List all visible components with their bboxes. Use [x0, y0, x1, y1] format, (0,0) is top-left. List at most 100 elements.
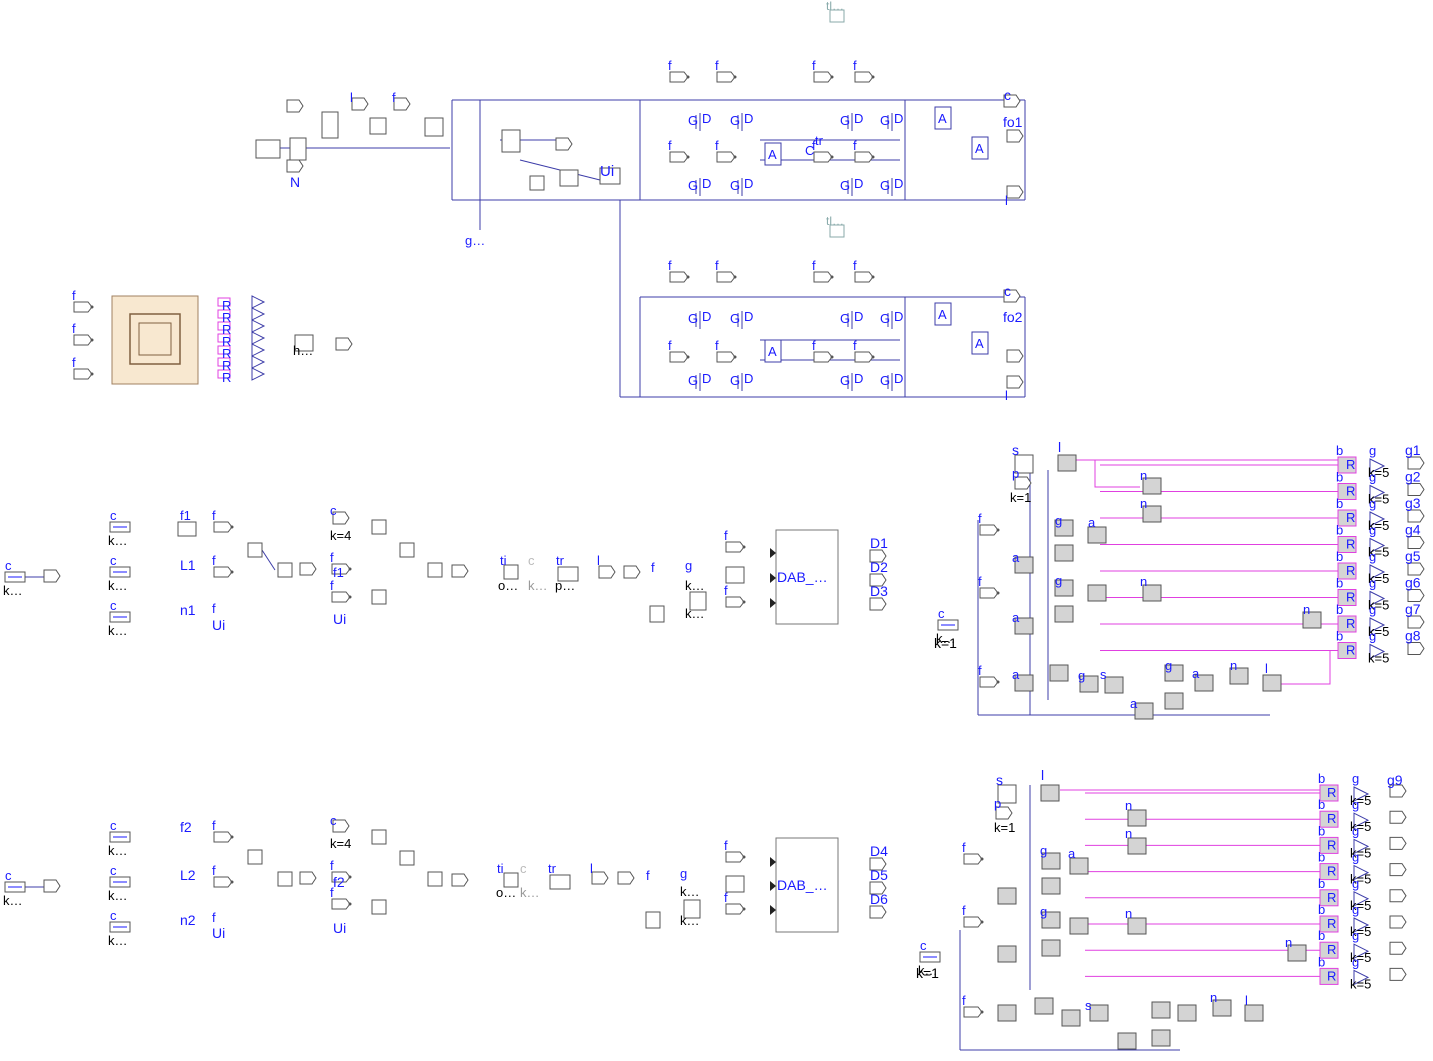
source-block[interactable]: [964, 1007, 982, 1017]
output-connector[interactable]: [1007, 130, 1023, 142]
relational-block[interactable]: [1058, 455, 1076, 471]
gain-triangle[interactable]: [252, 332, 264, 344]
output-connector[interactable]: [870, 598, 886, 610]
gain-triangle[interactable]: [252, 320, 264, 332]
sample-hold-block[interactable]: [650, 606, 664, 622]
compare-block[interactable]: [1152, 1030, 1170, 1046]
source-block[interactable]: [214, 567, 232, 577]
logic-or-block[interactable]: [1178, 1005, 1196, 1021]
output-connector[interactable]: [1390, 968, 1406, 980]
output-connector[interactable]: [1390, 837, 1406, 849]
output-connector[interactable]: [1390, 864, 1406, 876]
compare-block[interactable]: [1152, 1002, 1170, 1018]
output-connector[interactable]: [1007, 350, 1023, 362]
gain-triangle[interactable]: [252, 296, 264, 308]
source-block[interactable]: [814, 352, 832, 362]
source-block[interactable]: [726, 597, 744, 607]
output-connector[interactable]: [452, 874, 468, 886]
adder-block[interactable]: [560, 170, 578, 186]
source-block[interactable]: [74, 369, 92, 379]
sample-hold-block-2[interactable]: [646, 912, 660, 928]
divide-block-2[interactable]: [428, 563, 442, 577]
source-block[interactable]: [855, 272, 873, 282]
output-connector[interactable]: [1390, 916, 1406, 928]
voltage-source[interactable]: [322, 112, 338, 138]
output-connector[interactable]: [1007, 186, 1023, 198]
source-block[interactable]: [814, 72, 832, 82]
output-connector[interactable]: [1390, 811, 1406, 823]
filter-block[interactable]: [370, 118, 386, 134]
output-connector[interactable]: [1390, 942, 1406, 954]
product-block[interactable]: [248, 543, 262, 557]
source-block[interactable]: [717, 72, 735, 82]
compare-block[interactable]: [1042, 940, 1060, 956]
logic-and-block[interactable]: [1070, 918, 1088, 934]
sample-block[interactable]: [530, 176, 544, 190]
compare-block[interactable]: [1042, 878, 1060, 894]
divide-block-3[interactable]: [278, 872, 292, 886]
output-connector[interactable]: [1408, 484, 1424, 496]
source-block[interactable]: [717, 152, 735, 162]
processor-block[interactable]: [112, 296, 198, 384]
output-connector[interactable]: [44, 570, 60, 582]
output-connector[interactable]: [870, 906, 886, 918]
source-block[interactable]: [980, 588, 998, 598]
adder-block-3[interactable]: [726, 876, 744, 892]
output-connector[interactable]: [1408, 616, 1424, 628]
compare-block[interactable]: [1165, 693, 1183, 709]
source-block[interactable]: [814, 272, 832, 282]
product-block-2[interactable]: [372, 520, 386, 534]
output-connector[interactable]: [624, 566, 640, 578]
source-block[interactable]: [726, 542, 744, 552]
sensor-v1[interactable]: [502, 130, 520, 152]
ramp-source[interactable]: [256, 140, 280, 158]
source-block[interactable]: [74, 335, 92, 345]
product-block-7[interactable]: [400, 851, 414, 865]
source-block[interactable]: [814, 152, 832, 162]
logic-and-block[interactable]: [1088, 585, 1106, 601]
adder-gray[interactable]: [1135, 703, 1153, 719]
output-connector[interactable]: [1007, 376, 1023, 388]
gain-triangle[interactable]: [252, 368, 264, 380]
output-connector[interactable]: [300, 563, 316, 575]
output-connector[interactable]: [452, 565, 468, 577]
source-block[interactable]: [717, 272, 735, 282]
divide-block[interactable]: [278, 563, 292, 577]
adder-block-2[interactable]: [726, 567, 744, 583]
source-block[interactable]: [670, 352, 688, 362]
adder-gray[interactable]: [998, 946, 1016, 962]
source-block[interactable]: [726, 852, 744, 862]
source-block[interactable]: [855, 352, 873, 362]
output-connector[interactable]: [556, 138, 572, 150]
output-connector[interactable]: [1408, 457, 1424, 469]
sum-block[interactable]: [425, 118, 443, 136]
output-connector[interactable]: [336, 338, 352, 350]
product-block-3[interactable]: [400, 543, 414, 557]
output-connector[interactable]: [1408, 590, 1424, 602]
source-block[interactable]: [670, 272, 688, 282]
gain-triangle[interactable]: [252, 308, 264, 320]
source-block[interactable]: [214, 877, 232, 887]
output-connector[interactable]: [618, 872, 634, 884]
source-block[interactable]: [726, 904, 744, 914]
output-connector[interactable]: [1408, 643, 1424, 655]
adder-gray[interactable]: [1118, 1033, 1136, 1049]
logic-switch[interactable]: [1105, 677, 1123, 693]
output-connector[interactable]: [1408, 563, 1424, 575]
adder-gray[interactable]: [1035, 998, 1053, 1014]
output-connector[interactable]: [300, 872, 316, 884]
f1-block[interactable]: [178, 522, 196, 536]
output-connector[interactable]: [599, 566, 615, 578]
source-block[interactable]: [980, 525, 998, 535]
source-block[interactable]: [964, 854, 982, 864]
source-block[interactable]: [964, 917, 982, 927]
source-block[interactable]: [855, 152, 873, 162]
divide-block-4[interactable]: [428, 872, 442, 886]
output-connector[interactable]: [1408, 510, 1424, 522]
output-connector[interactable]: [287, 160, 303, 172]
output-connector[interactable]: [394, 98, 410, 110]
source-block[interactable]: [214, 832, 232, 842]
source-block[interactable]: [670, 152, 688, 162]
adder-gray[interactable]: [998, 888, 1016, 904]
source-block[interactable]: [332, 592, 350, 602]
